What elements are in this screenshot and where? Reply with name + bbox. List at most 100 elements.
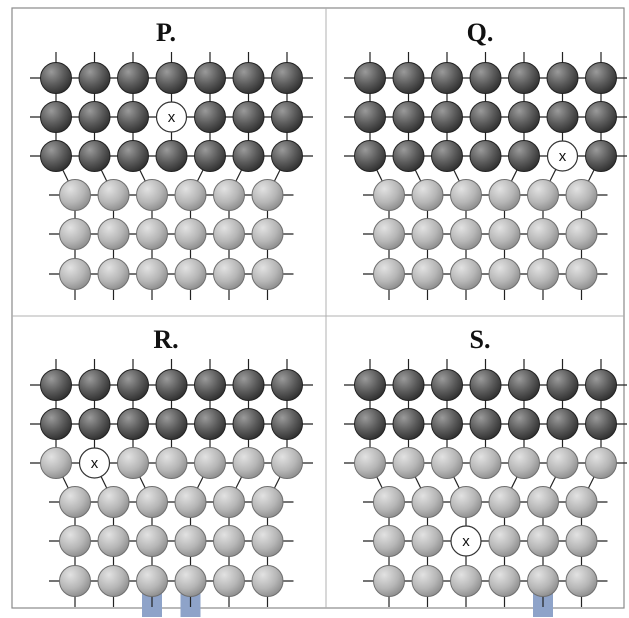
- atom-dark: [469, 140, 502, 172]
- atom-light: [565, 179, 598, 211]
- atom-light: [527, 486, 559, 518]
- vacancy-site: [155, 101, 188, 133]
- atom-dark: [469, 408, 502, 440]
- atom-light: [194, 447, 226, 479]
- atom-dark: [117, 101, 149, 133]
- atom-light: [411, 525, 444, 557]
- atom-light: [488, 179, 521, 211]
- vacancy-site: [450, 525, 482, 557]
- atom-light: [136, 486, 168, 518]
- atom-light: [174, 486, 207, 518]
- atom-light: [251, 218, 284, 250]
- atom-light: [251, 525, 284, 557]
- atom-light: [136, 179, 168, 211]
- atom-dark: [155, 140, 188, 172]
- atom-light: [97, 486, 130, 518]
- atom-light: [97, 179, 130, 211]
- atom-dark: [431, 62, 463, 94]
- panel-label: S.: [470, 325, 491, 354]
- panel-r: xR.: [30, 325, 313, 617]
- atom-light: [527, 179, 559, 211]
- atom-light: [213, 525, 245, 557]
- atom-dark: [194, 101, 226, 133]
- atom-light: [40, 447, 72, 479]
- atom-light: [136, 525, 168, 557]
- atom-dark: [354, 140, 386, 172]
- atom-dark: [585, 140, 617, 172]
- atom-light: [136, 258, 168, 290]
- atom-light: [97, 218, 130, 250]
- atom-light: [411, 565, 444, 597]
- atom-light: [373, 525, 405, 557]
- atom-dark: [194, 369, 226, 401]
- atom-dark: [271, 101, 303, 133]
- atom-dark: [392, 369, 425, 401]
- atom-dark: [585, 62, 617, 94]
- atom-light: [488, 525, 521, 557]
- vacancy-mark: x: [559, 148, 567, 165]
- atom-light: [450, 179, 482, 211]
- atom-light: [174, 258, 207, 290]
- atom-light: [431, 447, 463, 479]
- atom-dark: [354, 369, 386, 401]
- atom-light: [174, 179, 207, 211]
- atom-dark: [354, 101, 386, 133]
- atom-dark: [431, 369, 463, 401]
- atom-dark: [469, 101, 502, 133]
- atom-light: [59, 565, 91, 597]
- atom-light: [373, 258, 405, 290]
- atom-light: [213, 486, 245, 518]
- atom-dark: [546, 369, 579, 401]
- atom-dark: [469, 62, 502, 94]
- atom-dark: [117, 62, 149, 94]
- panel-label: Q.: [467, 18, 494, 47]
- atom-light: [59, 218, 91, 250]
- atom-dark: [78, 369, 111, 401]
- atom-dark: [194, 62, 226, 94]
- atom-light: [251, 258, 284, 290]
- atom-light: [411, 486, 444, 518]
- atom-light: [373, 218, 405, 250]
- atom-light: [373, 565, 405, 597]
- panel-q: x Q.: [344, 18, 627, 300]
- atom-light: [488, 258, 521, 290]
- atom-dark: [78, 140, 111, 172]
- outer-frame: [11, 7, 625, 609]
- atom-dark: [232, 369, 265, 401]
- atom-light: [450, 486, 482, 518]
- atom-light: [450, 565, 482, 597]
- atom-light: [585, 447, 617, 479]
- atom-dark: [155, 369, 188, 401]
- vacancy-mark: x: [462, 533, 470, 550]
- atom-light: [155, 447, 188, 479]
- atom-light: [488, 565, 521, 597]
- atom-light: [174, 525, 207, 557]
- atom-light: [527, 525, 559, 557]
- atom-dark: [194, 408, 226, 440]
- atom-dark: [78, 62, 111, 94]
- atom-dark: [40, 369, 72, 401]
- atom-dark: [431, 140, 463, 172]
- atom-light: [565, 258, 598, 290]
- atom-dark: [40, 408, 72, 440]
- atom-light: [565, 486, 598, 518]
- atom-dark: [585, 408, 617, 440]
- atom-light: [59, 486, 91, 518]
- atom-dark: [155, 62, 188, 94]
- atom-dark: [271, 140, 303, 172]
- atom-light: [174, 218, 207, 250]
- atom-light: [546, 447, 579, 479]
- vacancy-mark: x: [168, 109, 176, 126]
- atom-dark: [585, 101, 617, 133]
- atom-dark: [271, 408, 303, 440]
- atom-dark: [546, 62, 579, 94]
- atom-dark: [508, 369, 540, 401]
- atom-light: [136, 565, 168, 597]
- atom-dark: [392, 408, 425, 440]
- atom-dark: [546, 408, 579, 440]
- atom-light: [373, 486, 405, 518]
- panel-label: P.: [156, 18, 176, 47]
- atom-light: [271, 447, 303, 479]
- atom-dark: [392, 62, 425, 94]
